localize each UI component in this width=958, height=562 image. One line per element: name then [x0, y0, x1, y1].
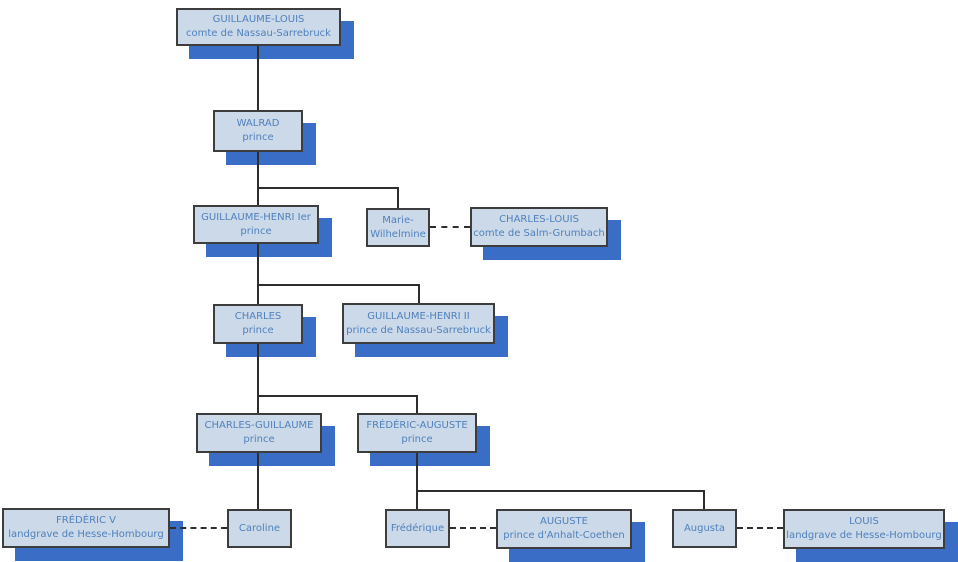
person-guillaume-louis: GUILLAUME-LOUIS comte de Nassau-Sarrebruc… — [176, 8, 341, 46]
descent-line-0 — [257, 46, 259, 110]
descent-line-9 — [416, 395, 418, 413]
descent-line-12 — [416, 490, 705, 492]
person-frederic-auguste: FRÉDÉRIC-AUGUSTE prince — [357, 413, 477, 453]
person-name: Augusta — [683, 522, 726, 534]
person-title: landgrave de Hesse-Hombourg — [786, 530, 942, 541]
descent-line-5 — [257, 284, 420, 286]
marriage-line-0 — [430, 226, 470, 228]
person-caroline: Caroline — [227, 509, 292, 548]
person-walrad: WALRAD prince — [213, 110, 303, 152]
person-title: prince d'Anhalt-Coethen — [503, 530, 625, 541]
person-name: CHARLES — [234, 311, 282, 322]
descent-line-6 — [418, 284, 420, 303]
person-frederic-v: FRÉDÉRIC V landgrave de Hesse-Hombourg — [2, 508, 170, 548]
person-title: prince — [243, 434, 275, 445]
person-title: comte de Nassau-Sarrebruck — [186, 28, 331, 39]
person-charles-louis: CHARLES-LOUIS comte de Salm-Grumbach — [470, 207, 608, 247]
person-name: Caroline — [238, 522, 281, 534]
person-name: AUGUSTE — [539, 516, 588, 527]
person-guillaume-henri-1: GUILLAUME-HENRI Ier prince — [193, 205, 319, 244]
descent-line-11 — [416, 453, 418, 509]
person-auguste: AUGUSTE prince d'Anhalt-Coethen — [496, 509, 632, 549]
person-title: landgrave de Hesse-Hombourg — [8, 529, 164, 540]
marriage-line-3 — [737, 527, 783, 529]
marriage-line-1 — [170, 527, 227, 529]
person-title: prince — [242, 325, 274, 336]
descent-line-13 — [703, 490, 705, 509]
descent-line-4 — [257, 244, 259, 304]
person-name: GUILLAUME-LOUIS — [212, 14, 305, 25]
person-name: Marie- — [382, 214, 414, 226]
person-name: LOUIS — [849, 516, 879, 527]
descent-line-7 — [257, 344, 259, 413]
person-title: prince de Nassau-Sarrebruck — [346, 324, 491, 336]
person-augusta: Augusta — [672, 509, 737, 548]
person-name: Frédérique — [390, 522, 445, 534]
person-name: GUILLAUME-HENRI Ier — [201, 211, 311, 223]
person-charles-guillaume: CHARLES-GUILLAUME prince — [196, 413, 322, 453]
person-title: prince — [240, 225, 272, 237]
person-charles: CHARLES prince — [213, 304, 303, 344]
person-marie-wilhelmine: Marie- Wilhelmine — [366, 208, 430, 247]
person-name: CHARLES-LOUIS — [499, 214, 579, 225]
person-frederique: Frédérique — [385, 509, 450, 548]
person-name: FRÉDÉRIC-AUGUSTE — [366, 420, 468, 431]
person-guillaume-henri-2: GUILLAUME-HENRI II prince de Nassau-Sarre… — [342, 303, 495, 344]
person-title: prince — [242, 132, 274, 143]
descent-line-3 — [397, 187, 399, 208]
descent-line-8 — [257, 395, 418, 397]
person-title: Wilhelmine — [370, 228, 426, 240]
marriage-line-2 — [450, 527, 496, 529]
person-name: FRÉDÉRIC V — [56, 515, 116, 526]
person-name: CHARLES-GUILLAUME — [204, 420, 314, 431]
descent-line-10 — [257, 453, 259, 509]
person-louis: LOUIS landgrave de Hesse-Hombourg — [783, 509, 945, 549]
person-name: GUILLAUME-HENRI II — [367, 310, 470, 322]
person-name: WALRAD — [236, 118, 280, 129]
person-title: prince — [401, 434, 433, 445]
descent-line-2 — [257, 187, 399, 189]
descent-line-1 — [257, 152, 259, 205]
person-title: comte de Salm-Grumbach — [473, 228, 605, 239]
